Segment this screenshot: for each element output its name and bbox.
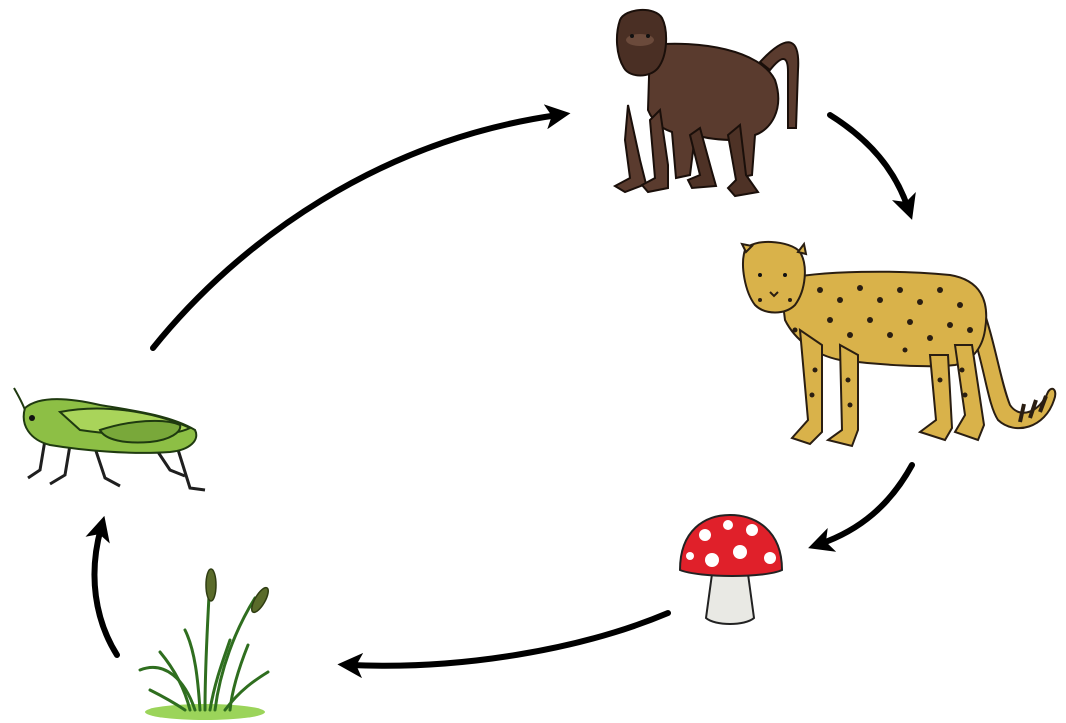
arrow-grasshopper-to-baboon: [153, 115, 558, 348]
arrow-grass-to-grasshopper: [94, 528, 117, 655]
arrow-baboon-to-cheetah: [830, 115, 908, 208]
arrow-cheetah-to-mushroom: [820, 465, 912, 544]
arrow-mushroom-to-grass: [350, 613, 668, 666]
grass-icon: [140, 569, 271, 720]
cheetah-icon: [742, 242, 1055, 446]
grasshopper-icon: [14, 388, 205, 490]
mushroom-icon: [680, 515, 782, 624]
baboon-icon: [615, 10, 798, 196]
